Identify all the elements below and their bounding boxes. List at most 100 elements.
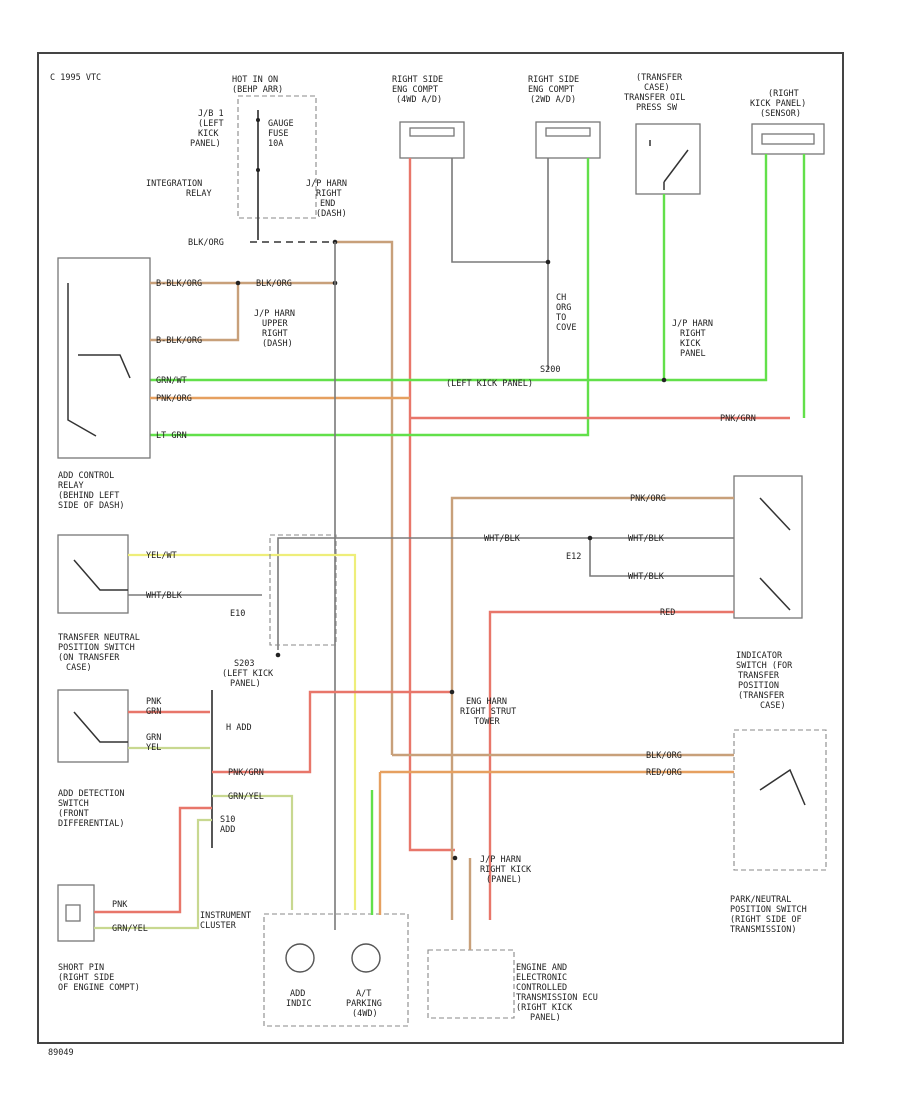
wl-red: RED [660,608,675,618]
tan-wire-main [335,240,394,755]
wl-wht-blk4: WHT/BLK [628,572,665,582]
hot-in-on-label: HOT IN ON(BEHP ARR) [232,75,283,95]
wl-pnk: PNK [112,900,128,910]
blk-org-label: BLK/ORG [188,238,224,248]
indicator-switch-symbol [759,497,791,611]
wl-pnk-grn2: PNK/GRN [228,768,264,778]
at-parking-lamp [351,943,381,973]
short-pin-inner [65,904,81,922]
wl-b-blk-org: B-BLK/ORG [156,279,202,289]
corner-code: C 1995 VTC [50,73,101,83]
fuse-dot-2 [256,168,260,172]
instrument-cluster-outline [263,913,409,1027]
red-wire-sensor1 [408,158,455,852]
add-detection-symbol [73,711,128,743]
tan-wire-relay-2 [150,283,240,342]
wl-wht-blk3: WHT/BLK [628,534,665,544]
wl-wht-blk5: WHT/BLK [484,534,521,544]
left-kick-panel-label: (LEFT KICK PANEL) [446,379,533,389]
gray-wire-indicator-2 [589,538,734,577]
dot-right-kick [452,855,458,861]
wl-blk-org2: BLK/ORG [256,279,292,289]
transfer-oil-switch-symbol [649,140,689,190]
diagram-frame [37,52,844,1044]
wl-lt-grn: LT GRN [156,431,187,441]
dot-s1 [545,259,551,265]
junction-block-outline [237,95,317,219]
park-neutral-symbol [759,768,806,806]
e10-label: E10 [230,609,245,619]
dot-k1 [661,377,667,383]
dot-s203 [275,652,281,658]
dot-strut [449,689,455,695]
green-wire-kick-1 [150,154,768,382]
tan-wire-indicator [450,496,734,920]
fuse-dot-1 [256,118,260,122]
olive-wire-grn-yel2 [212,794,294,910]
e12-label: E12 [566,552,581,562]
wl-pnk-org: PNK/ORG [156,394,192,404]
footer-code: 89049 [48,1048,74,1058]
green-wire-sensor2 [150,158,590,437]
dot-indicator [587,535,593,541]
right-kick-sensor-inner [761,133,815,145]
olive-wire-short-pin [94,818,212,930]
gray-wire-sensor1 [451,158,548,263]
hi-add-label: H ADD [226,723,252,733]
wl-grn-wt: GRN/WT [156,376,187,386]
park-neutral-switch-outline [733,729,827,871]
wl-b-blk-org3: B-BLK/ORG [156,336,202,346]
indicator-switch-box [733,475,803,619]
transfer-oil-switch-box [635,123,701,195]
wl-red-org: RED/ORG [646,768,682,778]
relay-switch-symbol [67,283,131,437]
wl-blk-org5: BLK/ORG [646,751,682,761]
wl-grnyel: GRN/YEL [112,924,148,934]
red-wire-indicator [488,610,734,920]
red-wire-short-pin [94,806,212,914]
sensor-box-2-inner [545,127,591,137]
wl-wht-blk: WHT/BLK [146,591,183,601]
dash-outline-transfer [269,534,337,646]
sensor-box-1-inner [409,127,455,137]
transfer-neutral-symbol [73,559,128,591]
dot-relay-1 [235,280,241,286]
wl-grn-yel2: GRN/YEL [228,792,264,802]
